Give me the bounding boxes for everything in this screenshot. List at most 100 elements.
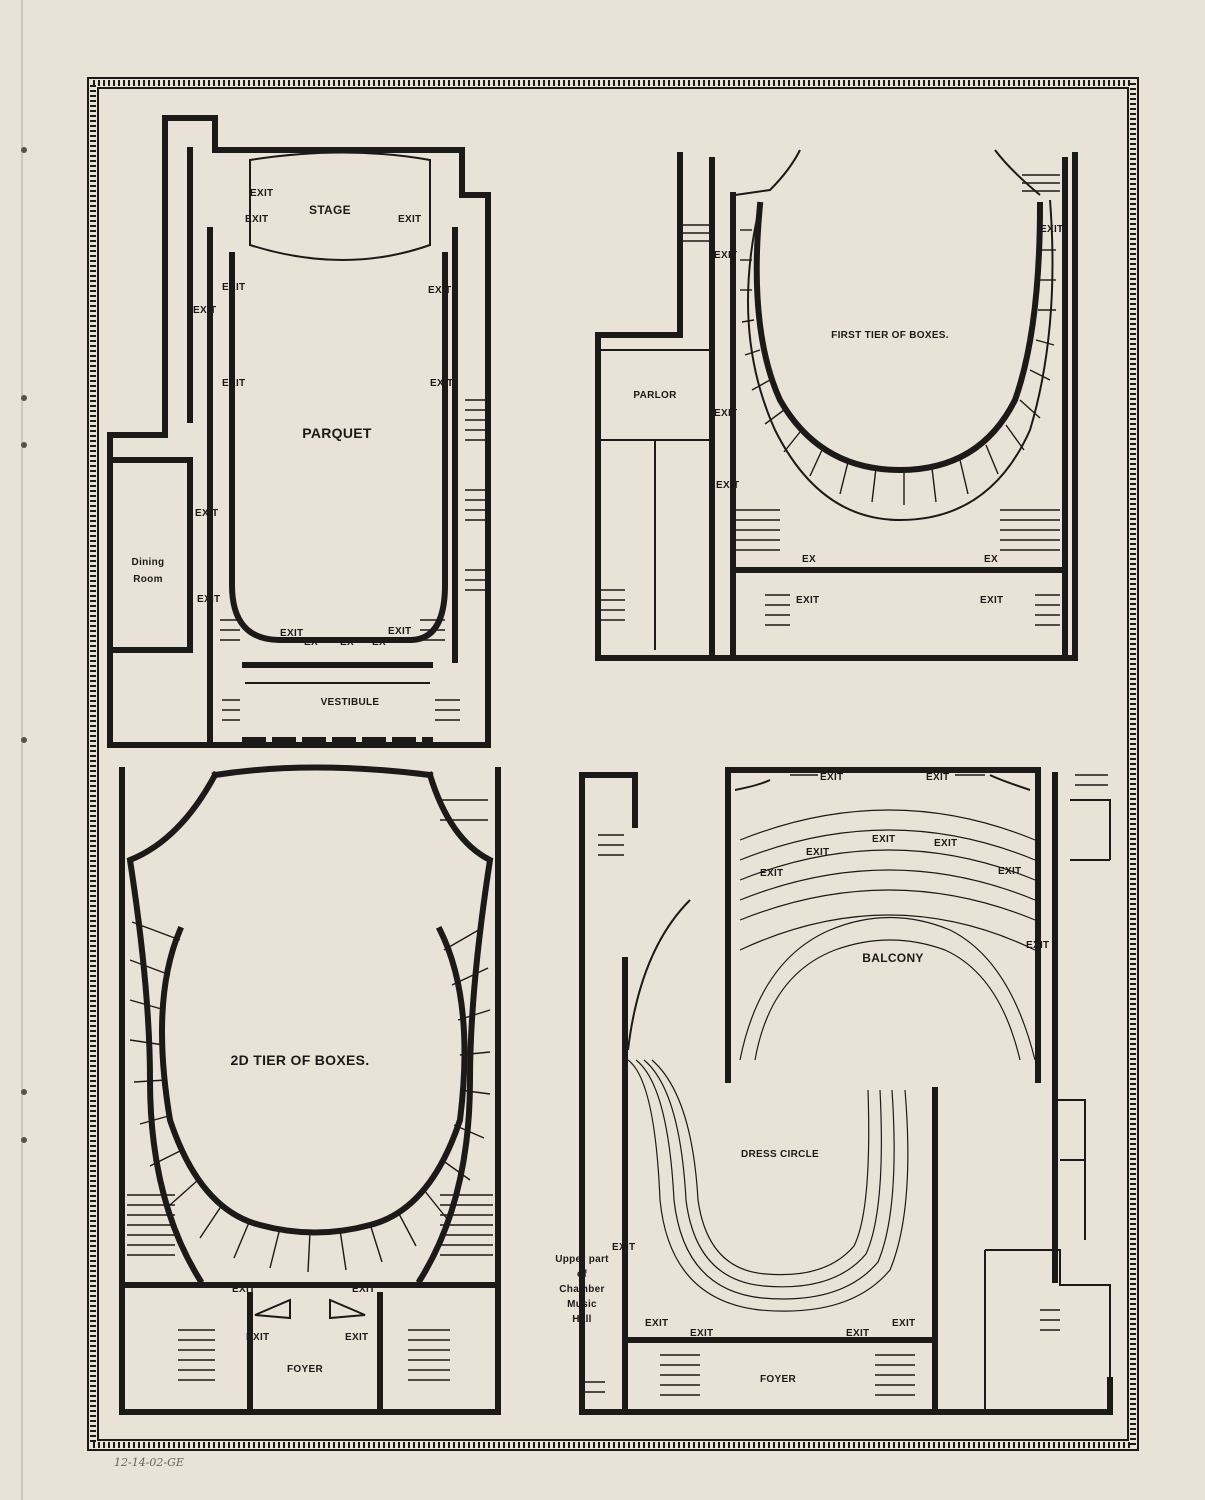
exit-label: EXIT [820, 772, 843, 783]
box-back-wall [747, 199, 1054, 522]
balcony-label: BALCONY [862, 951, 923, 965]
chamber-note-line-4: Music [567, 1299, 597, 1310]
box-rail [753, 201, 1044, 474]
parlor-walls [598, 349, 712, 650]
chamber-note-line-3: Chamber [559, 1284, 604, 1295]
exit-label: EXIT [195, 508, 218, 519]
vestibule-label: VESTIBULE [321, 697, 380, 708]
right-service-rooms [1055, 1099, 1086, 1240]
ex-label: EX [304, 637, 318, 648]
exit-label: EXIT [998, 866, 1021, 877]
binding-hole [21, 442, 27, 448]
parquet-stairs [220, 399, 485, 721]
dress-circle-seating-rows [627, 1059, 909, 1312]
exit-label: EXIT [222, 282, 245, 293]
parquet-label: PARQUET [302, 425, 372, 441]
foyer-label: FOYER [287, 1364, 323, 1375]
binding-hole [21, 1137, 27, 1143]
binding-hole [21, 737, 27, 743]
exit-label: EXIT [872, 834, 895, 845]
stage-outline [249, 151, 431, 261]
dining-room-label-1: Dining [132, 557, 165, 568]
second-tier-plan: 2D TIER OF BOXES. FOYER EXIT EXIT EXIT E… [119, 764, 501, 1415]
ex-label: EX [372, 637, 386, 648]
binding-hole [21, 147, 27, 153]
first-tier-plan: FIRST TIER OF BOXES. PARLOR EXIT EXIT EX… [595, 149, 1078, 661]
foyer-partitions [247, 1292, 383, 1413]
decorative-border [87, 77, 1139, 1451]
binding-holes [21, 147, 27, 1143]
stage-label: STAGE [309, 203, 351, 217]
exit-label: EXIT [1026, 940, 1049, 951]
exit-label: EXIT [430, 378, 453, 389]
exit-label: EXIT [232, 1284, 255, 1295]
exit-label: EXIT [197, 594, 220, 605]
right-upper-rooms [1070, 799, 1111, 861]
chamber-note-line-2: of [577, 1269, 587, 1280]
exit-label: EXIT [388, 626, 411, 637]
ex-label: EX [984, 554, 998, 565]
foyer-triangles [254, 1298, 366, 1320]
dress-circle-label: DRESS CIRCLE [741, 1149, 819, 1160]
exit-label: EXIT [1040, 224, 1063, 235]
balcony-left-arc [627, 899, 691, 1051]
exit-label: EXIT [934, 838, 957, 849]
exit-label: EXIT [690, 1328, 713, 1339]
second-tier-rail [159, 925, 468, 1236]
exit-label: EXIT [246, 1332, 269, 1343]
second-tier-outer-wall [119, 767, 501, 1415]
exit-label: EXIT [980, 595, 1003, 606]
chamber-note-line-1: Upper part [555, 1254, 609, 1265]
first-tier-title: FIRST TIER OF BOXES. [831, 330, 949, 341]
dress-circle-foyer-label: FOYER [760, 1374, 796, 1385]
catalog-note: 12-14-02-GE [114, 1456, 184, 1469]
exit-label: EXIT [846, 1328, 869, 1339]
exit-label: EXIT [245, 214, 268, 225]
balcony-outer-wall [579, 772, 1113, 1415]
dining-room-label-2: Room [133, 574, 163, 585]
parquet-seating-oval [229, 252, 448, 643]
right-stairwell [984, 1249, 1111, 1410]
balcony-stairs [585, 774, 1108, 1396]
ex-label: EX [340, 637, 354, 648]
exit-label: EXIT [645, 1318, 668, 1329]
exit-label: EXIT [345, 1332, 368, 1343]
exit-label: EXIT [714, 250, 737, 261]
ex-label: EX [802, 554, 816, 565]
exit-label: EXIT [716, 480, 739, 491]
parquet-plan: STAGE PARQUET VESTIBULE Dining Room EXIT… [107, 115, 491, 748]
exit-label: EXIT [714, 408, 737, 419]
first-tier-left-arc [734, 149, 801, 196]
first-tier-outer-wall [595, 152, 1078, 661]
exit-label: EXIT [352, 1284, 375, 1295]
dining-room-wall [107, 457, 193, 653]
parquet-outer-wall [107, 115, 491, 748]
exit-label: EXIT [806, 847, 829, 858]
exit-label: EXIT [222, 378, 245, 389]
exit-label: EXIT [760, 868, 783, 879]
second-tier-shell [126, 770, 494, 1285]
exit-label: EXIT [398, 214, 421, 225]
balcony-seating-rows [739, 809, 1036, 1061]
chamber-note-line-5: Hall [572, 1314, 592, 1325]
exit-label: EXIT [926, 772, 949, 783]
exit-label: EXIT [428, 285, 451, 296]
exit-label: EXIT [796, 595, 819, 606]
first-tier-stairs [600, 174, 1060, 626]
box-partitions [740, 229, 1056, 505]
balcony-plan: BALCONY DRESS CIRCLE FOYER EXIT EXIT EXI… [555, 767, 1113, 1415]
exit-label: EXIT [892, 1318, 915, 1329]
second-tier-stairs [127, 799, 493, 1381]
exit-label: EXIT [612, 1242, 635, 1253]
binding-hole [21, 395, 27, 401]
exit-label: EXIT [280, 628, 303, 639]
second-tier-box-partitions [129, 921, 491, 1273]
binding-hole [21, 1089, 27, 1095]
second-tier-top [211, 764, 434, 779]
exit-label: EXIT [250, 188, 273, 199]
exit-label: EXIT [193, 305, 216, 316]
parlor-label: PARLOR [633, 390, 677, 401]
